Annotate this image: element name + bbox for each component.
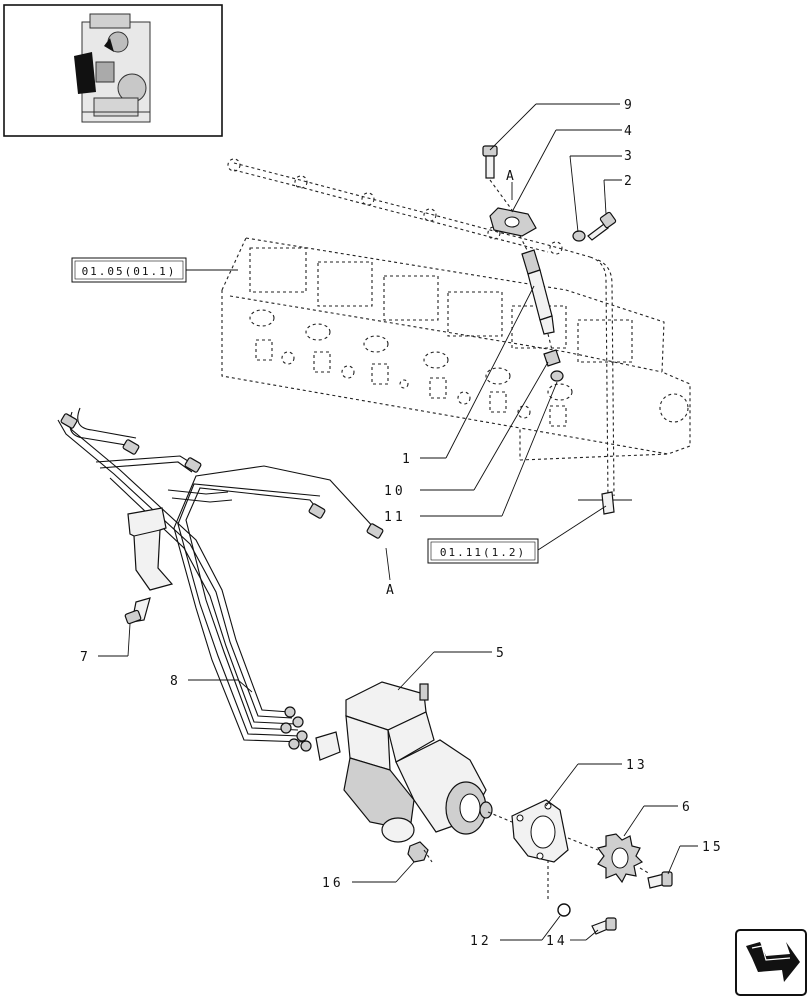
engine-thumbnail [3, 4, 223, 137]
callout-labels: 9 4 3 2 1 10 11 7 8 5 13 6 15 16 12 14 A… [80, 98, 724, 949]
nut-16 [407, 841, 433, 863]
injection-pump-5 [280, 681, 493, 843]
callout-14: 14 [546, 934, 568, 949]
washer-11 [550, 370, 564, 382]
return-rail [227, 158, 615, 507]
cylinder-head-outline [221, 237, 691, 461]
marker-a-top: A [506, 169, 517, 184]
callout-16: 16 [322, 876, 344, 891]
injector-clamp-4 [489, 207, 537, 253]
callout-1: 1 [402, 452, 413, 467]
screw-2 [587, 211, 617, 241]
callout-4: 4 [624, 124, 635, 139]
callout-8: 8 [170, 674, 181, 689]
callout-15: 15 [702, 840, 724, 855]
seal-10 [543, 349, 561, 367]
pipe-bracket [127, 507, 174, 591]
pipe-nuts [60, 413, 384, 539]
callout-3: 3 [624, 149, 635, 164]
injector-1 [521, 249, 555, 351]
washer-3 [572, 230, 586, 242]
callout-6: 6 [682, 800, 693, 815]
callout-13: 13 [626, 758, 648, 773]
leader-lines [98, 103, 698, 941]
ref-head-label: 01.05(01.1) [82, 265, 177, 278]
callout-11: 11 [384, 510, 406, 525]
callout-12: 12 [470, 934, 492, 949]
callout-2: 2 [624, 174, 635, 189]
ref-box-head[interactable]: 01.05(01.1) [71, 257, 187, 283]
callout-5: 5 [496, 646, 507, 661]
ref-return-label: 01.11(1.2) [440, 546, 526, 559]
flange-13 [487, 799, 599, 863]
callout-7: 7 [80, 650, 91, 665]
double-arrow-nav-icon[interactable] [735, 929, 807, 996]
bolt-7 [124, 597, 151, 625]
injector-bolt-9 [482, 145, 513, 211]
ref-box-return[interactable]: 01.11(1.2) [427, 538, 539, 564]
return-fitting [578, 491, 632, 515]
callout-9: 9 [624, 98, 635, 113]
marker-a-bottom: A [386, 583, 397, 598]
o-ring-12 [547, 860, 571, 917]
gear-6 [596, 833, 651, 884]
injection-pipes-8 [57, 407, 384, 743]
bolt-15 [647, 871, 673, 889]
bolt-14 [591, 917, 617, 935]
callout-10: 10 [384, 484, 406, 499]
